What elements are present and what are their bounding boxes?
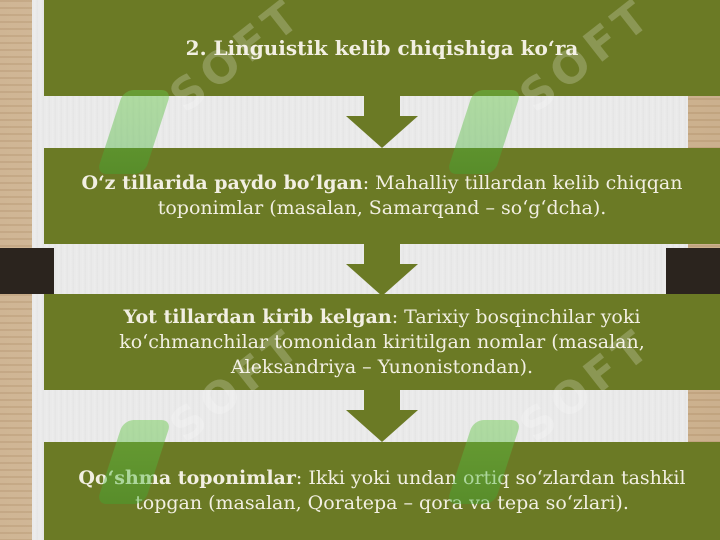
down-arrow-1 — [346, 96, 418, 148]
heading-box: 2. Linguistik kelib chiqishiga ko‘ra — [44, 0, 720, 96]
left-dark-tab — [0, 248, 54, 294]
down-arrow-3 — [346, 390, 418, 442]
foreign-origin-term: Yot tillardan kirib kelgan — [123, 305, 392, 328]
right-dark-tab — [666, 248, 720, 294]
down-arrow-2 — [346, 244, 418, 296]
native-origin-box: O‘z tillarida paydo bo‘lgan: Mahalliy ti… — [44, 148, 720, 244]
compound-toponyms-description: : Ikki yoki undan ortiq so‘zlardan tashk… — [135, 467, 686, 514]
foreign-origin-box: Yot tillardan kirib kelgan: Tarixiy bosq… — [44, 294, 720, 390]
native-origin-description: : Mahalliy tillardan kelib chiqqan topon… — [157, 172, 683, 219]
compound-toponyms-box: Qo‘shma toponimlar: Ikki yoki undan orti… — [44, 442, 720, 540]
foreign-origin-description: : Tarixiy bosqinchilar yoki ko‘chmanchil… — [119, 305, 645, 378]
native-origin-term: O‘z tillarida paydo bo‘lgan — [81, 172, 363, 194]
heading-title: 2. Linguistik kelib chiqishiga ko‘ra — [185, 36, 579, 60]
flowchart: 2. Linguistik kelib chiqishiga ko‘ra O‘z… — [44, 0, 720, 540]
compound-toponyms-term: Qo‘shma toponimlar — [78, 467, 296, 489]
